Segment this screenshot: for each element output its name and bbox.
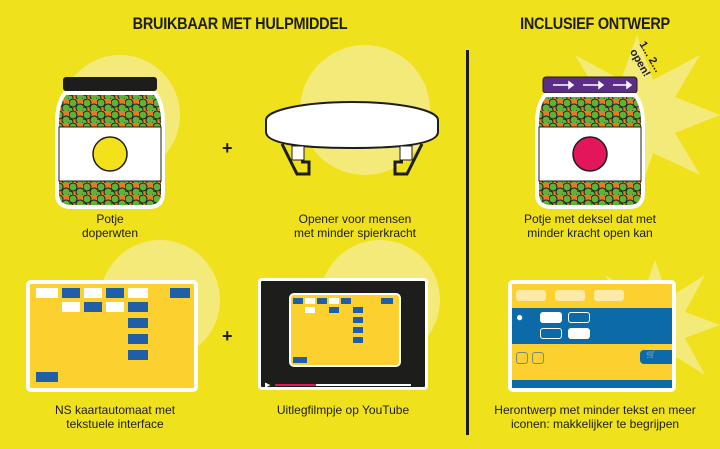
caption-line: Opener voor mensen xyxy=(298,212,412,226)
youtube-video-player[interactable]: ▶ xyxy=(258,278,428,390)
inclusive-pea-jar xyxy=(535,76,645,209)
heading-left: BRUIKBAAR MET HULPMIDDEL xyxy=(132,14,348,33)
redesigned-ticket-machine-screen: ● 🛒 xyxy=(508,280,676,392)
cart-icon[interactable]: 🛒 xyxy=(640,350,672,364)
caption-line: met minder spierkracht xyxy=(293,226,417,240)
jar-opener xyxy=(265,101,439,176)
caption-line: Potje met deksel dat met xyxy=(523,212,657,226)
caption-youtube: Uitlegfilmpje op YouTube xyxy=(258,403,428,417)
caption-line: tekstuele interface xyxy=(66,417,164,431)
pea-jar xyxy=(55,77,165,209)
bicycle-icon[interactable] xyxy=(516,352,528,364)
to-button[interactable] xyxy=(540,328,562,339)
toilet-icon[interactable] xyxy=(532,352,544,364)
caption-line: minder kracht open kan xyxy=(527,226,653,240)
person-icon: ● xyxy=(516,310,524,324)
via-button[interactable] xyxy=(568,312,590,323)
plus-sign: + xyxy=(222,326,233,346)
caption-line: Uitlegfilmpje op YouTube xyxy=(276,403,410,417)
date-button[interactable] xyxy=(568,328,590,339)
caption-line: Herontwerp met minder tekst en meer xyxy=(494,403,696,417)
caption-line: iconen: makkelijker te begrijpen xyxy=(510,417,680,431)
heading-right: INCLUSIEF ONTWERP xyxy=(520,14,670,33)
divider xyxy=(466,50,469,435)
caption-line: NS kaartautomaat met xyxy=(54,403,176,417)
ns-ticket-machine-screen xyxy=(26,280,198,392)
caption-line: doperwten xyxy=(81,226,139,240)
caption-line: Potje xyxy=(96,212,124,226)
progress-bar[interactable] xyxy=(275,384,411,386)
journey-panel: ● xyxy=(512,308,672,344)
from-button[interactable] xyxy=(540,312,562,323)
plus-sign: + xyxy=(222,138,233,158)
play-icon[interactable]: ▶ xyxy=(265,382,271,389)
